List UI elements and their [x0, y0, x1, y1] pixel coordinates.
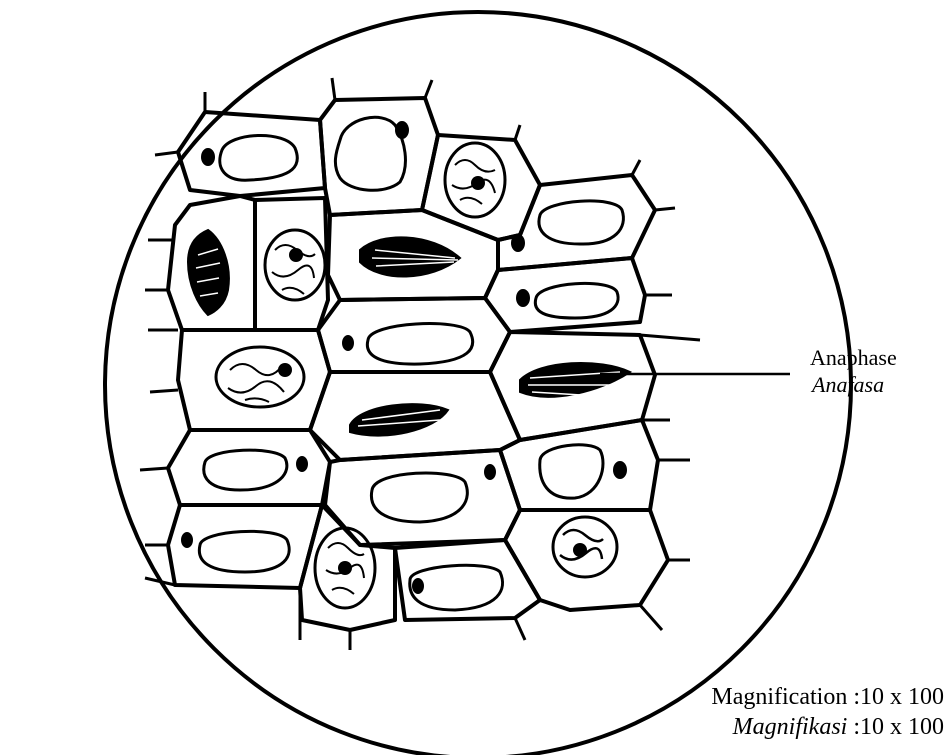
nuclei [181, 121, 627, 594]
cell [178, 330, 330, 430]
anaphase-label: Anaphase [810, 345, 897, 371]
magnification-name: Magnification [711, 684, 847, 710]
cell [320, 98, 438, 215]
cell [178, 112, 325, 196]
anafasa-label: Anafasa [812, 372, 884, 398]
cell [485, 258, 645, 332]
cell [318, 298, 510, 372]
magnifikasi-label: Magnifikasi :10 x 100 [733, 714, 944, 741]
cell [168, 505, 322, 588]
magnifikasi-name: Magnifikasi [733, 714, 848, 740]
magnification-label: Magnification :10 x 100 [711, 684, 944, 711]
magnification-value: :10 x 100 [853, 684, 944, 710]
magnifikasi-value: :10 x 100 [853, 714, 944, 740]
cell [498, 175, 655, 270]
cell [505, 510, 668, 610]
